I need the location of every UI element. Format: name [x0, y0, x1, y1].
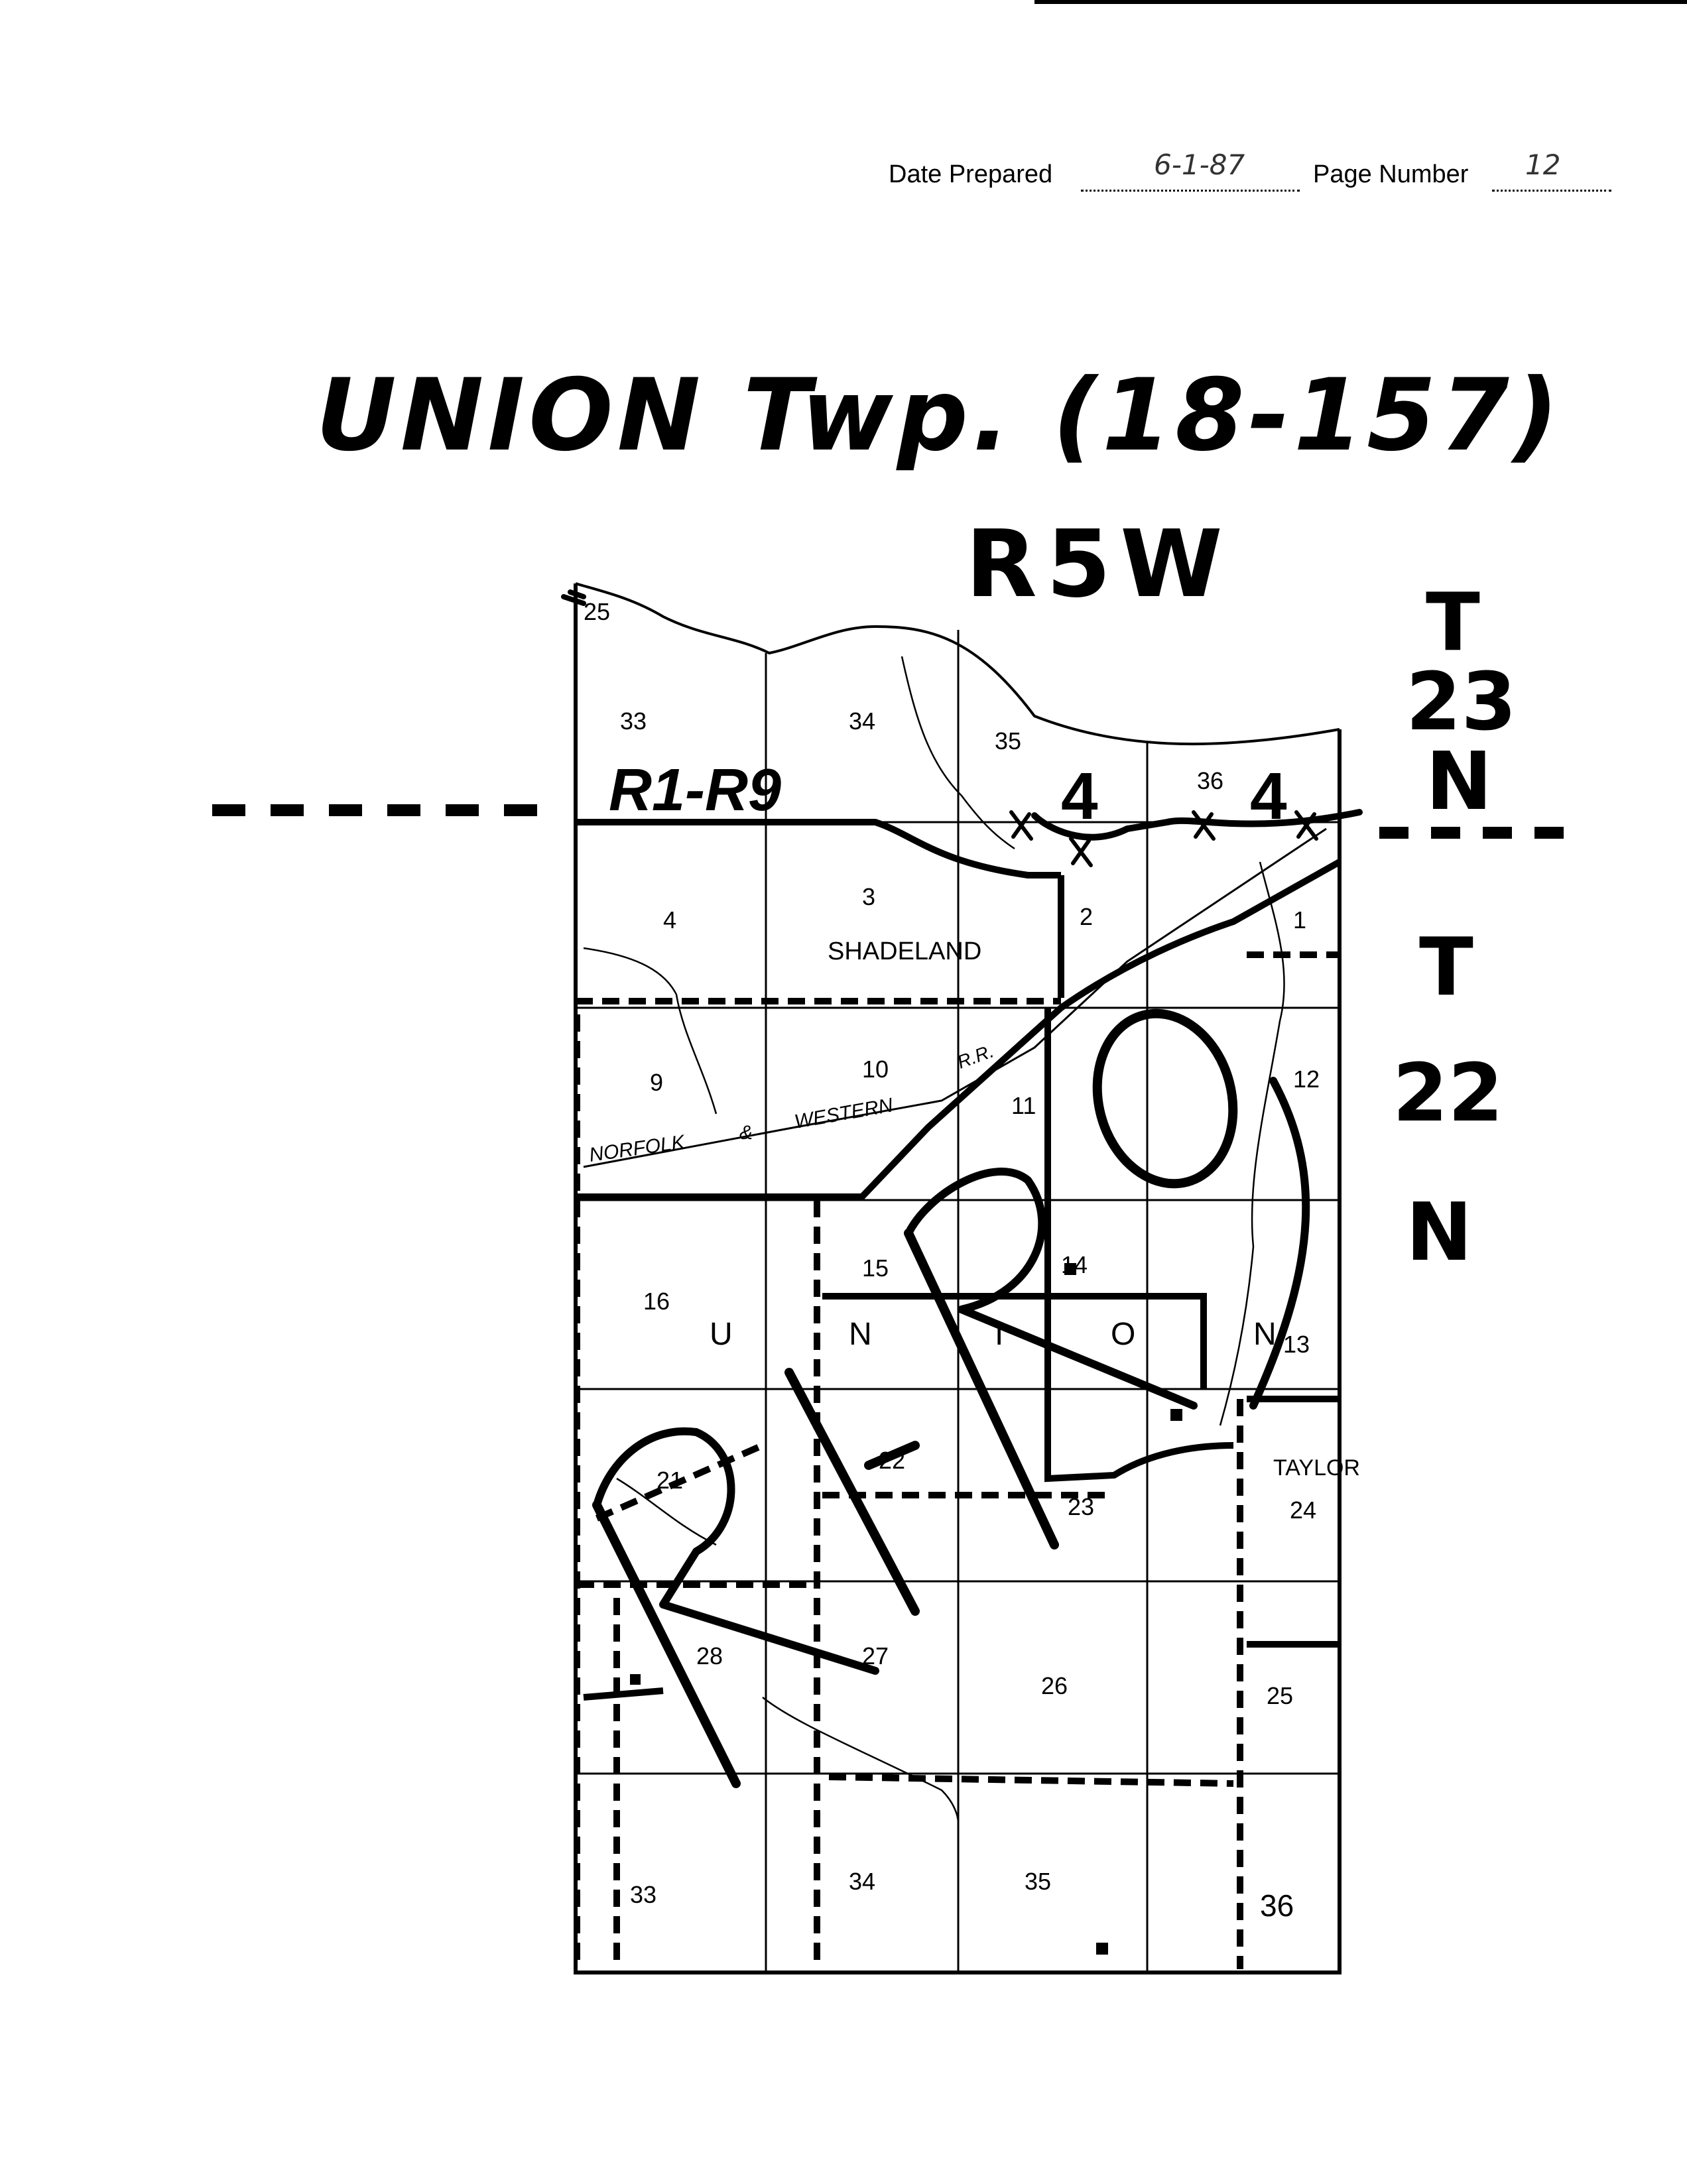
section-28: 28 [696, 1642, 723, 1669]
section-27: 27 [862, 1642, 889, 1669]
marker-4-left: 4 [1061, 759, 1098, 833]
section-36: 36 [1260, 1888, 1294, 1923]
section-25-top: 25 [584, 598, 610, 625]
section-13: 13 [1283, 1331, 1310, 1358]
date-prepared-value: 6-1-87 [1154, 149, 1245, 181]
section-4: 4 [663, 906, 676, 934]
date-prepared-label: Date Prepared [889, 160, 1053, 188]
range-label: R5W [966, 511, 1232, 619]
road-network [574, 951, 1340, 1969]
township-n-lower: N [1406, 1187, 1473, 1279]
marker-4-right: 4 [1250, 759, 1287, 833]
form-header: Date Prepared 6-1-87 Page Number 12 [889, 149, 1618, 195]
page-number-label: Page Number [1313, 160, 1469, 188]
section-1: 1 [1293, 906, 1306, 934]
section-35: 35 [1025, 1868, 1051, 1895]
section-24: 24 [1290, 1496, 1316, 1524]
rr-word-norfolk: NORFOLK [588, 1131, 687, 1166]
section-10: 10 [862, 1056, 889, 1083]
taylor-label: TAYLOR [1273, 1455, 1360, 1481]
rr-word-and: & [739, 1122, 753, 1144]
section-23: 23 [1068, 1493, 1094, 1520]
township-t-lower: T [1419, 922, 1473, 1014]
section-26: 26 [1041, 1672, 1068, 1699]
section-11: 11 [1011, 1092, 1036, 1119]
section-2: 2 [1080, 903, 1093, 930]
section-33-top: 33 [620, 707, 647, 735]
top-rule [1034, 0, 1687, 4]
page-underline [1492, 190, 1611, 192]
section-12: 12 [1293, 1065, 1320, 1093]
township-letter-n: N [849, 1317, 872, 1352]
handwritten-annotations [561, 589, 1363, 1788]
section-25: 25 [1267, 1682, 1293, 1709]
railroad [583, 827, 1327, 1168]
building-symbols [630, 1263, 1182, 1955]
township-letter-u: U [710, 1317, 733, 1352]
section-34: 34 [849, 1868, 875, 1895]
section-numbers: 25 33 34 35 36 4 3 2 1 9 10 11 12 16 15 … [584, 598, 1320, 1923]
section-grid [576, 630, 1340, 1972]
section-36-top: 36 [1197, 767, 1223, 794]
section-16: 16 [643, 1288, 670, 1315]
township-n-upper: N [1426, 736, 1493, 828]
section-22: 22 [879, 1447, 905, 1474]
section-3: 3 [862, 883, 875, 910]
range-annotation: R1-R9 [609, 757, 781, 823]
township-letter-o: O [1111, 1317, 1135, 1352]
section-9: 9 [650, 1069, 663, 1096]
section-15: 15 [862, 1254, 889, 1282]
creeks [583, 656, 1285, 1824]
page-number-value: 12 [1525, 149, 1561, 181]
major-roads [576, 819, 1342, 1701]
township-letter-i: I [995, 1317, 1003, 1352]
rr-word-western: WESTERN [792, 1094, 895, 1133]
section-21: 21 [656, 1467, 683, 1494]
township-t-upper: T [1426, 577, 1480, 669]
township-23: 23 [1406, 656, 1517, 749]
township-22: 22 [1393, 1048, 1503, 1140]
shadeland-label: SHADELAND [828, 938, 981, 965]
township-title: UNION Twp. (18-157) [316, 358, 1563, 473]
date-underline [1081, 190, 1300, 192]
township-letter-n2: N [1253, 1317, 1277, 1352]
section-33: 33 [630, 1881, 656, 1908]
section-35-top: 35 [995, 727, 1021, 755]
section-34-top: 34 [849, 707, 875, 735]
